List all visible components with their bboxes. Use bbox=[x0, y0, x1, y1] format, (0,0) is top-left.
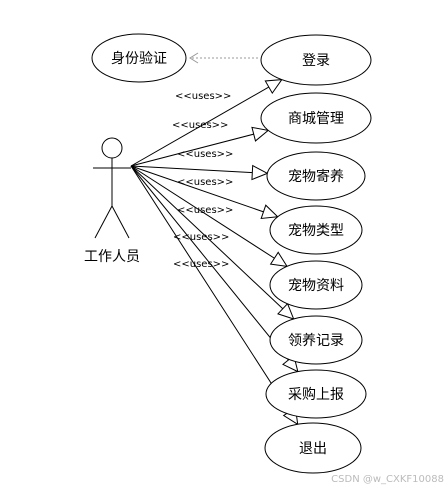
usecase-2: 商城管理 bbox=[260, 92, 372, 144]
usecase-auth: 身份验证 bbox=[91, 33, 187, 83]
usecase-ellipse bbox=[269, 315, 363, 365]
association-arrowhead bbox=[277, 302, 295, 320]
usecase-auth-ellipse bbox=[91, 33, 187, 83]
association-line bbox=[130, 79, 283, 167]
auth-dependency-arrow bbox=[189, 52, 199, 64]
uses-label: <<uses>> bbox=[177, 149, 233, 160]
association-arrowhead bbox=[251, 164, 269, 181]
usecase-3: 宠物寄养 bbox=[266, 151, 366, 201]
usecase-label: 采购上报 bbox=[288, 387, 344, 403]
usecase-label: 商城管理 bbox=[288, 111, 344, 127]
association-arrowhead bbox=[264, 78, 283, 95]
watermark: CSDN @w_CXKF10088 bbox=[331, 474, 444, 485]
usecase-label: 领养记录 bbox=[288, 333, 344, 349]
uses-label: <<uses>> bbox=[177, 177, 233, 188]
usecase-1: 登录 bbox=[260, 34, 372, 86]
usecase-7: 采购上报 bbox=[265, 369, 367, 419]
association-line bbox=[130, 165, 268, 174]
usecase-label: 宠物寄养 bbox=[288, 168, 344, 185]
association-line bbox=[130, 165, 295, 320]
association-line bbox=[130, 165, 288, 267]
actor-head bbox=[101, 137, 123, 159]
usecase-8: 退出 bbox=[264, 422, 362, 474]
uses-label: <<uses>> bbox=[177, 205, 233, 216]
association-line bbox=[130, 165, 278, 218]
actor-name: 工作人员 bbox=[84, 249, 140, 265]
usecase-label: 退出 bbox=[299, 441, 327, 457]
usecase-ellipse bbox=[266, 151, 366, 201]
usecase-ellipse bbox=[260, 92, 372, 144]
association-line bbox=[130, 129, 269, 167]
usecase-label: 登录 bbox=[302, 53, 330, 69]
uses-label: <<uses>> bbox=[172, 120, 228, 131]
usecase-auth-label: 身份验证 bbox=[111, 51, 167, 67]
association-arrowhead bbox=[269, 251, 289, 268]
actor-left-leg bbox=[94, 205, 113, 239]
usecase-5: 宠物资料 bbox=[269, 260, 363, 310]
actor: 工作人员 bbox=[84, 137, 140, 265]
uses-label: <<uses>> bbox=[175, 91, 231, 102]
association-6: <<uses>> bbox=[130, 165, 295, 320]
usecase-label: 宠物类型 bbox=[288, 223, 344, 239]
association-5: <<uses>> bbox=[130, 165, 289, 268]
association-4: <<uses>> bbox=[130, 165, 279, 220]
usecase-label: 宠物资料 bbox=[288, 278, 344, 294]
auth-dependency bbox=[189, 52, 258, 64]
usecase-ellipse bbox=[269, 205, 363, 255]
usecase-ellipse bbox=[260, 34, 372, 86]
association-2: <<uses>> bbox=[130, 120, 270, 167]
association-arrowhead bbox=[251, 126, 270, 142]
usecase-ellipse bbox=[264, 422, 362, 474]
association-arrowhead bbox=[260, 204, 279, 220]
association-line bbox=[130, 165, 299, 425]
association-1: <<uses>> bbox=[130, 78, 283, 167]
usecase-ellipse bbox=[265, 369, 367, 419]
usecase-4: 宠物类型 bbox=[269, 205, 363, 255]
usecase-6: 领养记录 bbox=[269, 315, 363, 365]
usecase-ellipse bbox=[269, 260, 363, 310]
uses-label: <<uses>> bbox=[173, 232, 229, 243]
actor-right-leg bbox=[111, 205, 130, 239]
uses-label: <<uses>> bbox=[173, 259, 229, 270]
association-3: <<uses>> bbox=[130, 149, 269, 181]
